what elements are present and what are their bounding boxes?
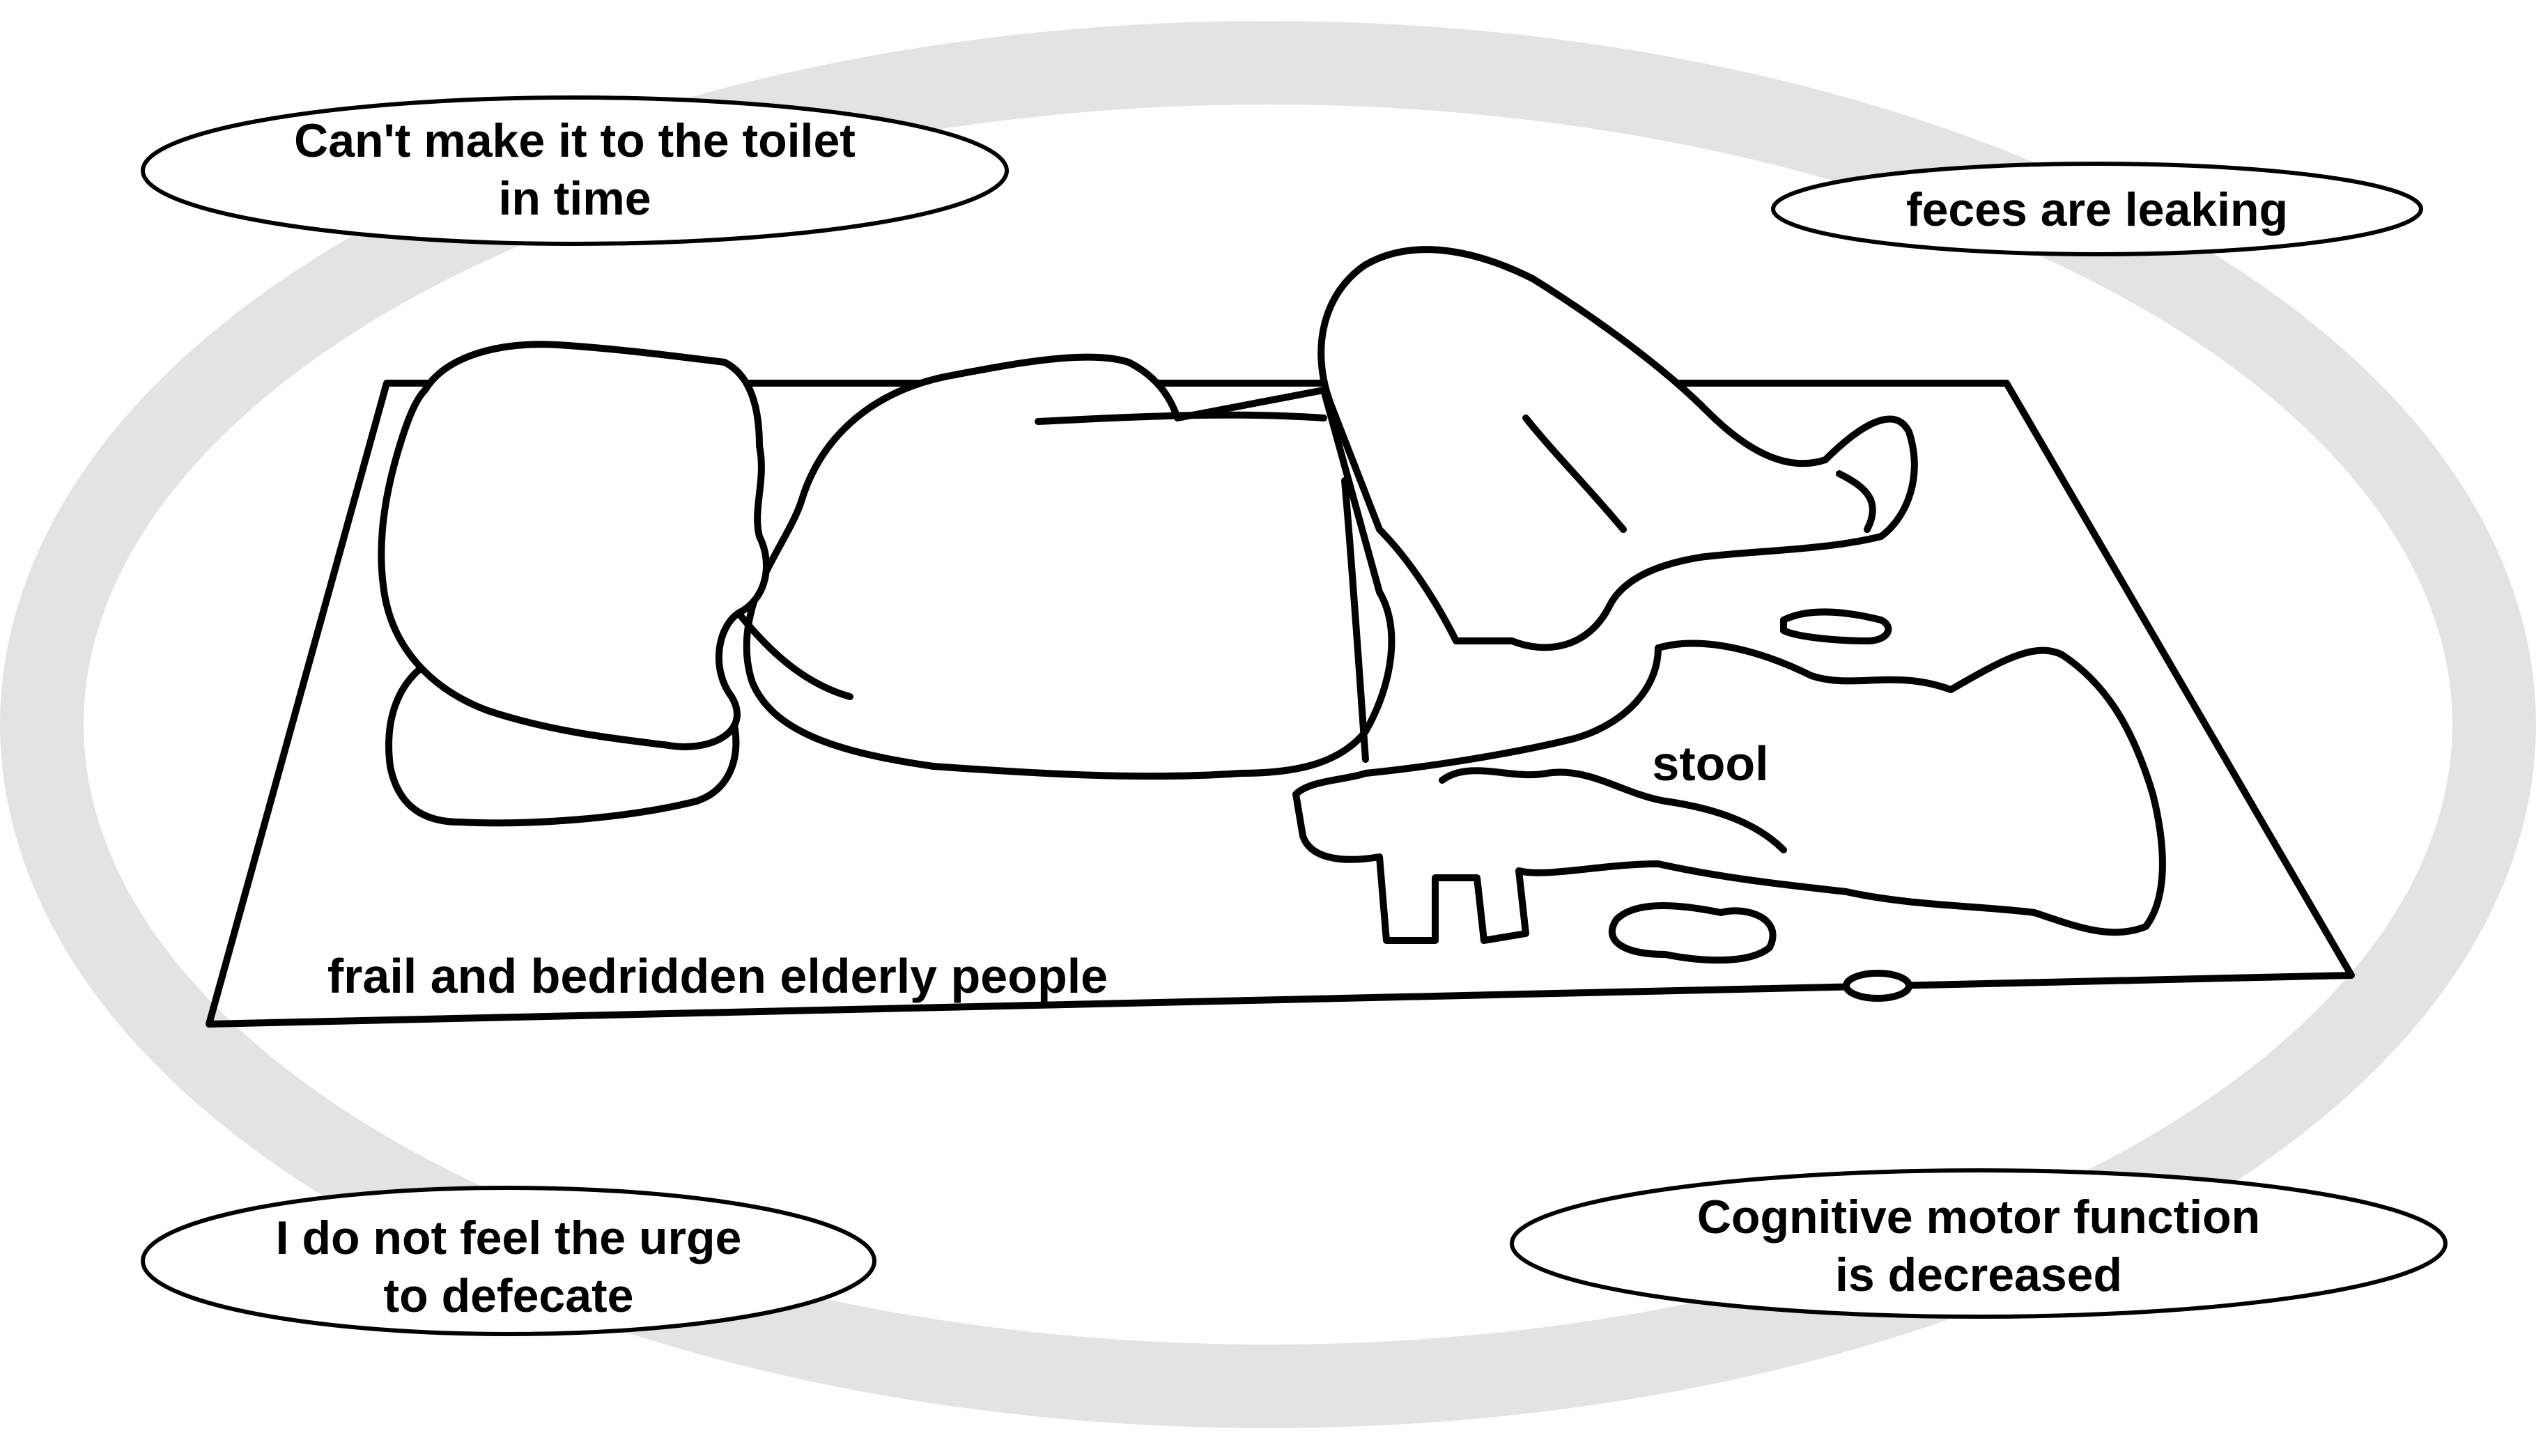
head — [378, 341, 770, 750]
stool-illustration — [1292, 608, 2166, 1002]
stool-puddle-main — [1292, 640, 2166, 944]
callout-feces-leaking-bubble — [1771, 162, 2423, 256]
torso-shorts-line — [1341, 477, 1369, 763]
stool-drop — [1843, 970, 1912, 1002]
stool-splash-top — [1780, 608, 1892, 644]
bed-label: frail and bedridden elderly people — [327, 949, 1108, 1003]
callout-cognitive-decline-line-2: is decreased — [1835, 1248, 2122, 1301]
callout-toilet-time: Can't make it to the toilet in time — [141, 95, 1009, 246]
callout-cognitive-decline: Cognitive motor function is decreased — [1510, 1168, 2448, 1319]
torso-shoulder-line — [1035, 411, 1327, 425]
callout-no-urge-bubble — [141, 1186, 876, 1336]
callout-no-urge: I do not feel the urge to defecate — [141, 1186, 876, 1336]
callout-toilet-time-line-1: Can't make it to the toilet — [294, 114, 856, 167]
callout-cognitive-decline-bubble — [1510, 1168, 2448, 1319]
callout-no-urge-line-2: to defecate — [384, 1269, 634, 1322]
callout-toilet-time-bubble — [141, 95, 1009, 246]
stool-splash-lower — [1609, 902, 1777, 964]
callout-feces-leaking-line-1: feces are leaking — [1906, 183, 2288, 236]
stool-label: stool — [1652, 736, 1768, 791]
callout-feces-leaking: feces are leaking — [1771, 162, 2423, 256]
leg-inner-line — [1522, 415, 1627, 533]
callout-no-urge-line-1: I do not feel the urge — [276, 1211, 742, 1264]
leg — [1317, 246, 1918, 651]
background-ring — [0, 21, 2536, 1428]
arm — [735, 610, 853, 700]
foot-line — [1836, 470, 1876, 533]
callout-toilet-time-line-2: in time — [498, 172, 651, 225]
stool-blob-inner — [1439, 767, 1787, 853]
person-illustration — [378, 246, 1918, 827]
torso — [743, 353, 1395, 780]
callout-cognitive-decline-line-1: Cognitive motor function — [1697, 1191, 2260, 1244]
